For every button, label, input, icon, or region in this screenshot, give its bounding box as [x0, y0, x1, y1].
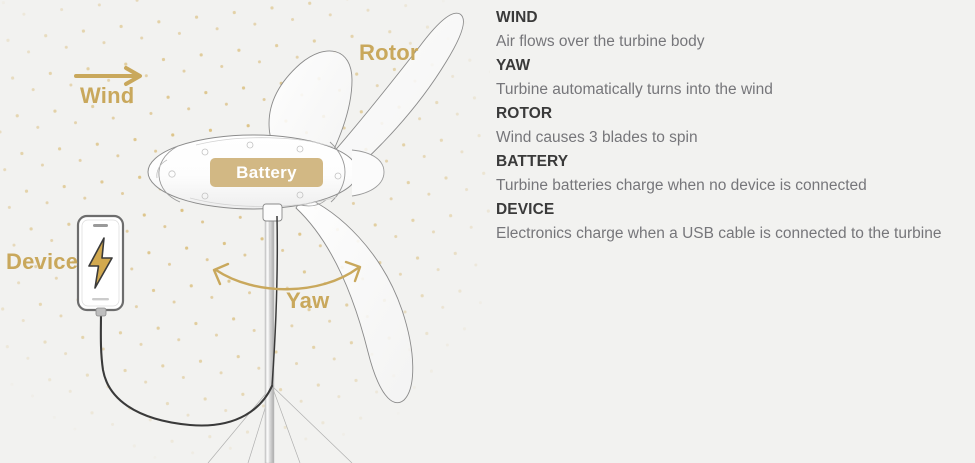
legend-term: YAW: [496, 57, 531, 74]
legend-term: WIND: [496, 9, 538, 26]
battery-label-chip: Battery: [210, 158, 323, 187]
legend-entry: YAW Turbine automatically turns into the …: [496, 54, 966, 102]
smartphone-icon: [76, 214, 125, 317]
wind-arrow-icon: [74, 66, 142, 86]
yaw-arrow-icon: [212, 260, 362, 291]
legend-entry: WIND Air flows over the turbine body: [496, 6, 966, 54]
turbine-line-art: [74, 12, 464, 463]
legend-description: Wind causes 3 blades to spin: [496, 129, 698, 146]
legend-term: DEVICE: [496, 201, 555, 218]
yaw-vane: [351, 149, 385, 197]
device-label: Device: [6, 249, 79, 274]
legend-term: ROTOR: [496, 105, 553, 122]
rotor-blade-right: [295, 195, 414, 404]
lightning-bolt-icon: [88, 237, 113, 289]
turbine-illustration: Wind Rotor Yaw Device Battery: [0, 0, 490, 463]
guy-wires: [207, 385, 353, 463]
legend-description: Air flows over the turbine body: [496, 33, 705, 50]
legend-description: Turbine automatically turns into the win…: [496, 81, 773, 98]
yaw-label: Yaw: [286, 288, 330, 313]
rotor-label: Rotor: [359, 40, 419, 65]
legend-entry: ROTOR Wind causes 3 blades to spin: [496, 102, 966, 150]
yaw-swivel: [262, 203, 283, 222]
wind-label: Wind: [80, 83, 135, 108]
tower-mast: [264, 194, 282, 463]
legend-entry: BATTERY Turbine batteries charge when no …: [496, 150, 966, 198]
legend-description: Turbine batteries charge when no device …: [496, 177, 867, 194]
usb-cable-riser: [271, 215, 278, 387]
legend-description: Electronics charge when a USB cable is c…: [496, 225, 942, 242]
legend-entry: DEVICE Electronics charge when a USB cabl…: [496, 198, 966, 246]
legend-term: BATTERY: [496, 153, 569, 170]
usb-cable: [99, 310, 274, 427]
